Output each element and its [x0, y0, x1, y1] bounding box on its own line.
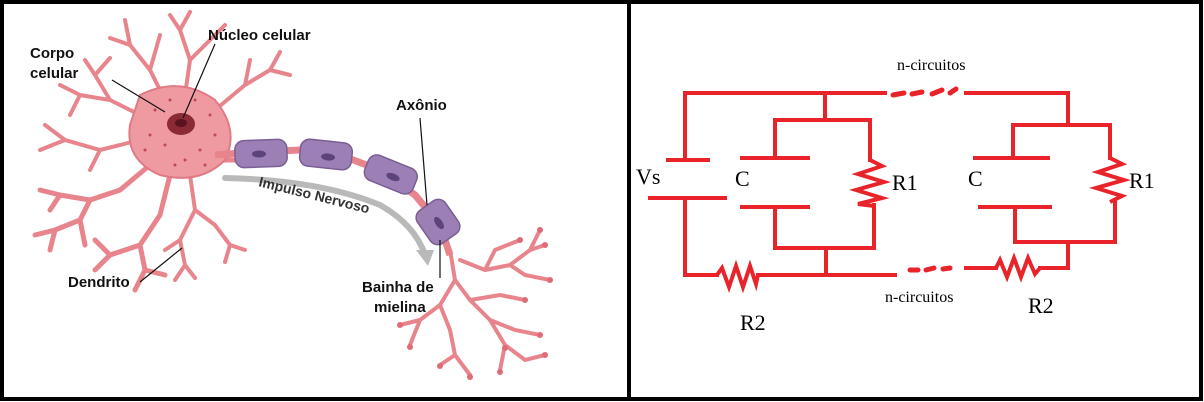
continuation-dots	[890, 86, 959, 273]
label-myelin-line2: mielina	[374, 299, 426, 316]
r1-right-zigzag	[1088, 156, 1132, 204]
circuit-panel-frame	[627, 0, 1203, 401]
label-r2-left: R2	[740, 310, 766, 335]
label-r1-left: R1	[892, 170, 918, 195]
impulse-arrow	[222, 175, 428, 258]
myelin-nuclei	[252, 150, 444, 230]
label-c-right: C	[968, 166, 983, 191]
synaptic-knobs	[397, 227, 553, 380]
axon-terminals	[398, 228, 552, 377]
r1-left-zigzag	[848, 158, 892, 208]
label-r2-right: R2	[1028, 293, 1054, 318]
r2-right-zigzag	[994, 252, 1042, 283]
neuron-illustration	[32, 10, 553, 380]
label-cell-body-line2: celular	[30, 65, 79, 82]
label-nucleus: Núcleo celular	[208, 27, 311, 44]
label-cell-body-line1: Corpo	[30, 45, 74, 62]
label-myelin-line1: Bainha de	[362, 279, 434, 296]
label-c-left: C	[735, 166, 750, 191]
leader-lines	[111, 43, 441, 283]
nucleolus	[175, 119, 187, 127]
label-axon: Axônio	[396, 97, 447, 114]
cell-body-spots	[143, 98, 217, 167]
label-r1-right: R1	[1129, 168, 1155, 193]
label-n-circuits-top: n-circuitos	[897, 57, 965, 74]
label-vs: Vs	[636, 164, 660, 189]
label-dendrite: Dendrito	[68, 274, 130, 291]
impulse-arrowhead	[416, 250, 434, 266]
r2-left-zigzag	[715, 259, 760, 294]
label-n-circuits-bottom: n-circuitos	[885, 289, 953, 306]
resistors	[715, 156, 1132, 294]
circuit-wires	[648, 91, 1117, 277]
